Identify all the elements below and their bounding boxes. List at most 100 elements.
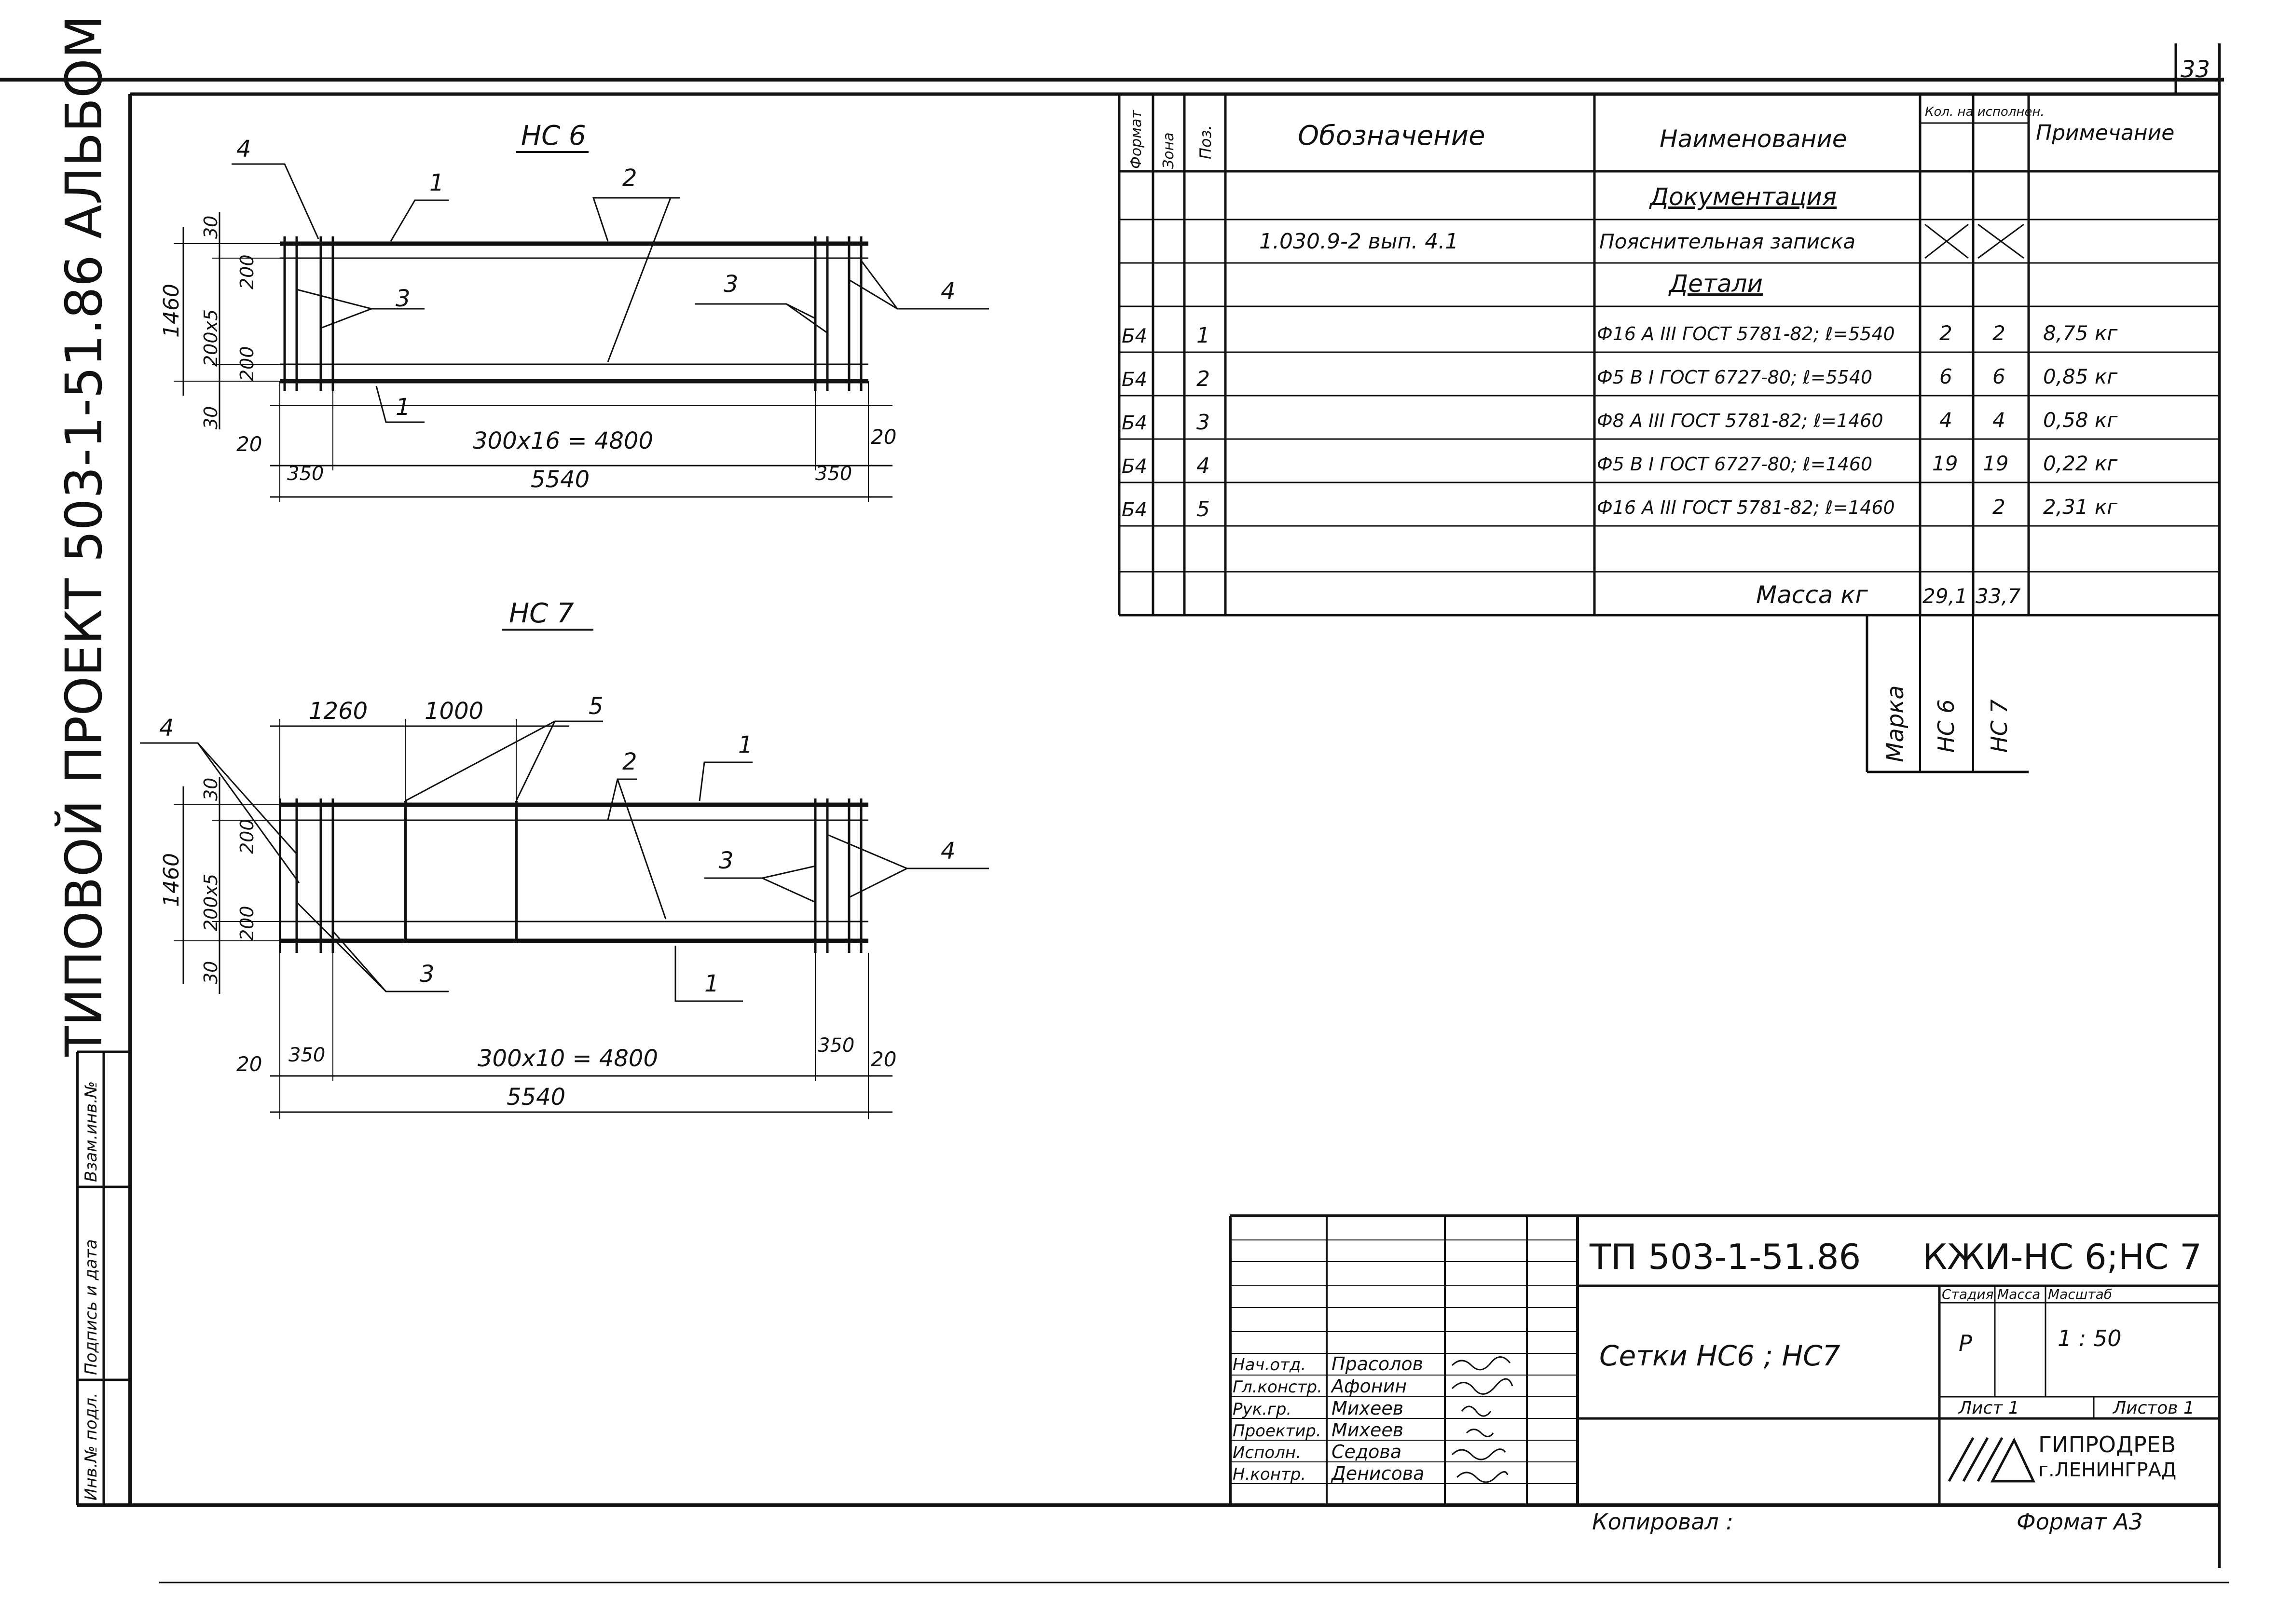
nc6-pos-label: 4 [236, 136, 251, 163]
spec-mass-nc7: 33,7 [1976, 584, 2021, 608]
nc7-dim: 200 [236, 906, 258, 941]
spec-cell-pos: 1 [1196, 323, 1210, 348]
nc7-pos-label: 5 [589, 693, 604, 720]
spec-cell-name: Пояснительная записка [1599, 230, 1855, 253]
stamp-mass-label: Масса [1997, 1286, 2040, 1302]
nc6-pos-label: 2 [622, 165, 637, 192]
spec-cell-pos: 5 [1196, 497, 1210, 522]
spec-cell-name: Ф16 А III ГОСТ 5781-82; ℓ=1460 [1597, 497, 1895, 518]
spec-cell-name: Ф5 В I ГОСТ 6727-80; ℓ=1460 [1597, 454, 1872, 475]
stamp-scale-label: Масштаб [2048, 1286, 2112, 1302]
spec-cell-note: 0,22 кг [2043, 452, 2118, 475]
nc6-dim: 300х16 = 4800 [473, 427, 653, 454]
copied-by-label: Копировал : [1592, 1509, 1733, 1535]
spec-cell-qty1: 2 [1939, 321, 1952, 345]
spec-cell-format: Б4 [1122, 499, 1147, 521]
nc6-title: НС 6 [521, 120, 586, 151]
spec-header-name: Наименование [1660, 125, 1847, 153]
spec-cell-pos: 3 [1196, 410, 1210, 435]
spec-cell-qty2: 4 [1992, 408, 2005, 432]
nc7-pos-label: 4 [159, 715, 174, 742]
spec-cell-format: Б4 [1122, 369, 1147, 391]
nc6-pos-label: 3 [396, 285, 411, 312]
stamp-sheet: Лист 1 [1958, 1398, 2019, 1418]
stamp-sheets: Листов 1 [2112, 1398, 2195, 1418]
stamp-person-name: Прасолов [1332, 1353, 1423, 1375]
nc6-dim: 5540 [531, 466, 590, 493]
spec-header-note: Примечание [2036, 121, 2174, 145]
spec-marka-nc6: НС 6 [1933, 699, 1959, 753]
spec-cell-pos: 4 [1196, 454, 1210, 478]
nc7-pos-label: 1 [704, 970, 719, 997]
spec-cell-name: Ф16 А III ГОСТ 5781-82; ℓ=5540 [1597, 323, 1895, 344]
nc6-dim: 1460 [159, 284, 184, 338]
nc6-dim: 350 [287, 463, 324, 485]
stamp-role: Рук.гр. [1233, 1400, 1291, 1419]
stamp-stage-label: Стадия [1942, 1286, 1993, 1302]
sheet-format-label: Формат А3 [2017, 1509, 2143, 1535]
stamp-title: Сетки НС6 ; НС7 [1599, 1339, 1840, 1372]
spec-header-format: Формат [1128, 110, 1145, 169]
nc6-dim: 30 [200, 216, 221, 239]
nc7-title: НС 7 [509, 598, 574, 629]
spec-cell-format: Б4 [1122, 412, 1147, 434]
spec-cell-pos: 2 [1196, 367, 1210, 391]
spec-mass-label: Масса кг [1756, 581, 1868, 609]
spec-cell-note: 0,85 кг [2043, 365, 2118, 388]
spec-header-pos: Поз. [1196, 125, 1215, 159]
stamp-role: Гл.констр. [1233, 1377, 1322, 1397]
strip-inv-label: Инв.№ подл. [82, 1392, 101, 1500]
spec-cell-note: 0,58 кг [2043, 408, 2118, 432]
spec-header-zone: Зона [1160, 132, 1177, 169]
nc6-dim: 20 [236, 432, 262, 456]
sheet-frame [0, 43, 2229, 1583]
stamp-organization: ГИПРОДРЕВ [2038, 1431, 2176, 1458]
nc7-dim: 30 [200, 778, 221, 801]
nc6-dim: 200 [236, 254, 258, 289]
nc7-dim: 1460 [159, 853, 184, 907]
nc7-mesh-drawing: НС 7 [140, 598, 989, 1119]
spec-header-designation: Обозначение [1298, 120, 1485, 151]
spec-cell-qty1: 4 [1939, 408, 1952, 432]
specification-table: Формат Зона Поз. Обозначение Наименовани… [1118, 94, 2219, 773]
stamp-role: Н.контр. [1233, 1465, 1306, 1484]
nc6-pos-label: 1 [396, 394, 411, 421]
nc6-dim: 350 [815, 463, 852, 485]
nc7-dim: 1260 [309, 698, 368, 725]
stamp-person-name: Михеев [1332, 1398, 1403, 1419]
stamp-mark: КЖИ-НС 6;НС 7 [1922, 1237, 2202, 1277]
nc6-dim: 20 [871, 425, 896, 449]
title-block: ТП 503-1-51.86 КЖИ-НС 6;НС 7 Сетки НС6 ;… [1229, 1214, 2221, 1535]
nc6-mesh-drawing: НС 6 [159, 120, 989, 502]
nc6-pos-label: 3 [724, 271, 739, 298]
nc7-dim: 20 [871, 1047, 896, 1071]
spec-marka-label: Марка [1882, 685, 1909, 762]
nc7-pos-label: 4 [941, 838, 956, 865]
stamp-role: Нач.отд. [1233, 1355, 1306, 1375]
stamp-project-code: ТП 503-1-51.86 [1589, 1237, 1861, 1277]
stamp-stage: Р [1959, 1330, 1972, 1356]
nc7-dim: 20 [236, 1052, 262, 1076]
nc7-dim: 350 [818, 1034, 854, 1057]
stamp-scale: 1 : 50 [2058, 1325, 2122, 1351]
nc7-dim: 200 [236, 819, 258, 854]
spec-cell-note: 2,31 кг [2043, 495, 2118, 519]
nc7-dim: 5540 [507, 1084, 565, 1111]
nc7-pos-label: 1 [738, 731, 753, 758]
nc7-pos-label: 3 [719, 847, 734, 874]
stamp-person-name: Михеев [1332, 1419, 1403, 1441]
spec-cell-qty2: 6 [1992, 365, 2005, 388]
stamp-city: г.ЛЕНИНГРАД [2038, 1459, 2176, 1481]
album-side-title: ТИПОВОЙ ПРОЕКТ 503-1-51.86 АЛЬБОМ 3 [55, 0, 113, 1057]
organization-logo [1948, 1437, 2035, 1483]
nc6-dim: 30 [200, 406, 221, 429]
stamp-person-name: Седова [1332, 1441, 1401, 1462]
spec-cell-designation: 1.030.9-2 вып. 4.1 [1259, 229, 1458, 254]
spec-cell-qty2: 2 [1992, 495, 2005, 519]
stamp-person-name: Денисова [1331, 1463, 1424, 1484]
spec-cell-name: Ф5 В I ГОСТ 6727-80; ℓ=5540 [1597, 367, 1872, 388]
spec-mass-nc6: 29,1 [1922, 584, 1968, 608]
nc7-dim: 1000 [425, 698, 483, 725]
spec-cell-qty2: 2 [1992, 321, 2005, 345]
